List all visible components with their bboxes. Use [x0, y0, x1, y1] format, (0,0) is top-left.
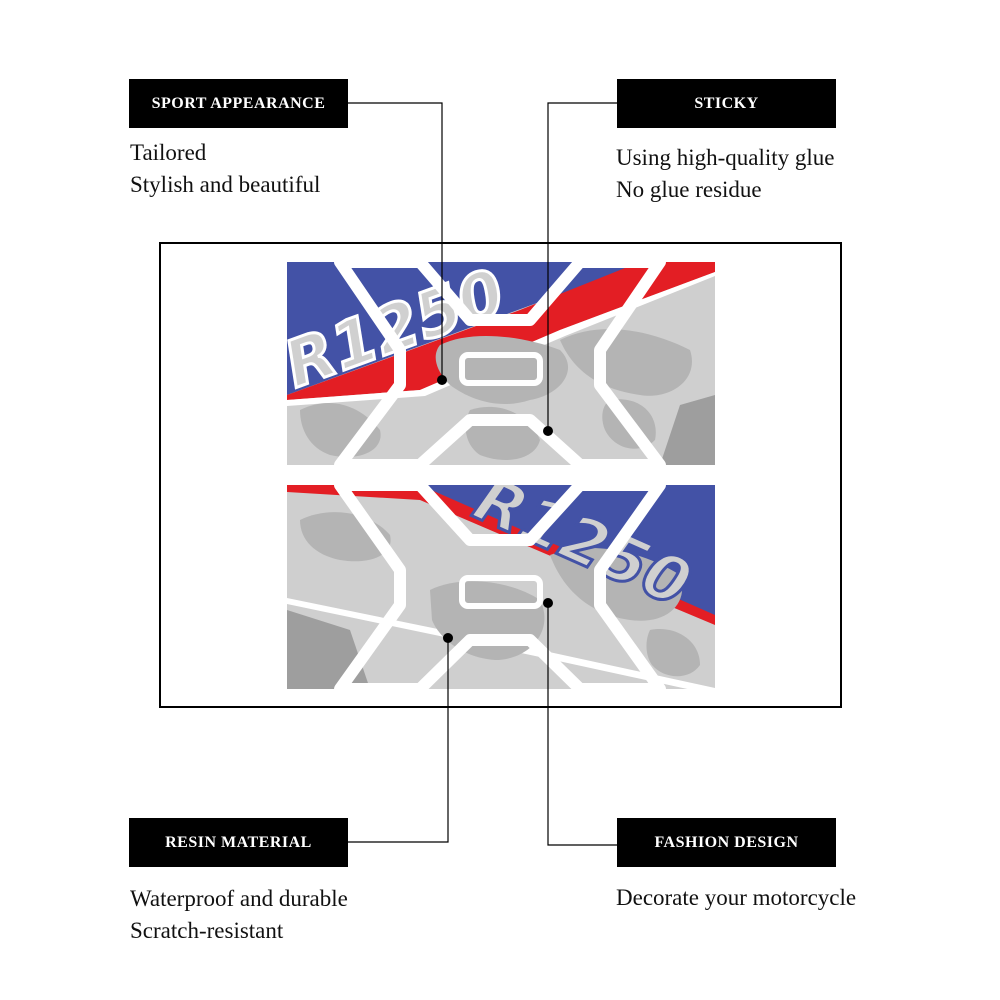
sticky-label: STICKY — [617, 79, 836, 128]
sport-appearance-description: Tailored Stylish and beautiful — [130, 137, 320, 201]
sticky-description: Using high-quality glue No glue residue — [616, 142, 834, 206]
resin-material-label: RESIN MATERIAL — [129, 818, 348, 867]
tank-pad-sticker-bottom: R1250 — [287, 485, 715, 689]
fashion-design-description: Decorate your motorcycle — [616, 882, 856, 914]
leader-line-fashion — [547, 603, 617, 846]
pointer-dot-fashion — [543, 598, 553, 608]
leader-line-sport — [348, 102, 443, 380]
sport-appearance-label: SPORT APPEARANCE — [129, 79, 348, 128]
description-line: Decorate your motorcycle — [616, 885, 857, 910]
description-line: Stylish and beautiful — [130, 172, 321, 197]
tank-pad-sticker-top: R1250 — [287, 262, 715, 465]
pointer-dot-sticky — [543, 426, 553, 436]
description-line: Waterproof and durable — [130, 886, 348, 911]
leader-line-resin — [348, 638, 449, 843]
description-line: Scratch-resistant — [130, 918, 284, 943]
pointer-dot-sport — [437, 375, 447, 385]
resin-material-description: Waterproof and durable Scratch-resistant — [130, 883, 348, 947]
description-line: No glue residue — [616, 177, 762, 202]
description-line: Tailored — [130, 140, 207, 165]
fashion-design-label: FASHION DESIGN — [617, 818, 836, 867]
product-image-frame — [159, 242, 842, 708]
leader-line-sticky — [547, 102, 617, 431]
pointer-dot-resin — [443, 633, 453, 643]
description-line: Using high-quality glue — [616, 145, 835, 170]
leader-lines — [348, 102, 617, 846]
